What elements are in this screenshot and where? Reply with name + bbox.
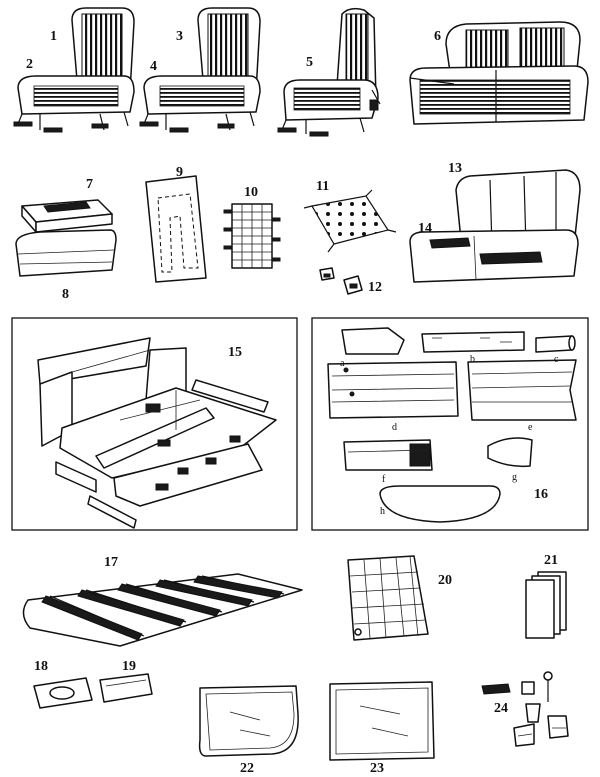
front-seat-3 <box>139 7 261 133</box>
callout-20: 20 <box>438 573 452 588</box>
letter-h: h <box>380 506 385 517</box>
trim-letters: a b c d e f g h <box>340 354 559 517</box>
rear-seat-frame-13-14 <box>409 169 581 283</box>
sun-visors-18-19 <box>33 673 153 709</box>
callout-19: 19 <box>122 659 136 674</box>
callout-5: 5 <box>306 55 313 70</box>
callout-17: 17 <box>104 555 118 570</box>
floor-carpet-set-15 <box>37 337 277 529</box>
sheet-stack-21 <box>525 571 567 639</box>
callout-7: 7 <box>86 177 93 192</box>
letter-c: c <box>554 354 559 365</box>
callout-4: 4 <box>150 59 157 74</box>
callout-3: 3 <box>176 29 183 44</box>
front-seat-5 <box>277 7 381 137</box>
seat-back-board-9 <box>145 175 207 283</box>
callout-6: 6 <box>434 29 441 44</box>
callout-12: 12 <box>368 280 382 295</box>
trim-panels-16 <box>327 327 577 523</box>
callout-11: 11 <box>316 179 329 194</box>
clips-12 <box>319 267 363 295</box>
callout-16: 16 <box>534 487 548 502</box>
window-glass-23 <box>329 681 435 761</box>
callout-8: 8 <box>62 287 69 302</box>
rear-seat-6 <box>409 21 589 125</box>
callout-9: 9 <box>176 165 183 180</box>
callout-18: 18 <box>34 659 48 674</box>
callout-15: 15 <box>228 345 242 360</box>
headlining-17 <box>22 573 303 647</box>
hardware-24 <box>481 671 569 747</box>
callout-21: 21 <box>544 553 558 568</box>
seat-pad-7-8 <box>15 199 117 277</box>
mesh-diaphragm-11 <box>303 189 397 253</box>
front-seat-1 <box>13 7 135 133</box>
callout-2: 2 <box>26 57 33 72</box>
trim-panel-16 <box>311 317 589 531</box>
callout-23: 23 <box>370 761 384 776</box>
window-glass-22 <box>198 685 299 757</box>
seat-back-board-20 <box>347 555 429 641</box>
callout-13: 13 <box>448 161 462 176</box>
letter-d: d <box>392 422 397 433</box>
letter-b: b <box>470 354 475 365</box>
letter-g: g <box>512 472 517 483</box>
callout-24: 24 <box>494 701 508 716</box>
spring-mat-10 <box>223 203 281 269</box>
callout-10: 10 <box>244 185 258 200</box>
letter-a: a <box>340 358 345 369</box>
callout-1: 1 <box>50 29 57 44</box>
floor-carpet-panel-15 <box>11 317 298 531</box>
letter-f: f <box>382 474 386 485</box>
callout-labels: 1 2 3 4 5 6 7 8 9 10 11 12 13 14 15 16 1… <box>26 29 558 776</box>
letter-e: e <box>528 422 533 433</box>
callout-14: 14 <box>418 221 432 236</box>
callout-22: 22 <box>240 761 254 776</box>
